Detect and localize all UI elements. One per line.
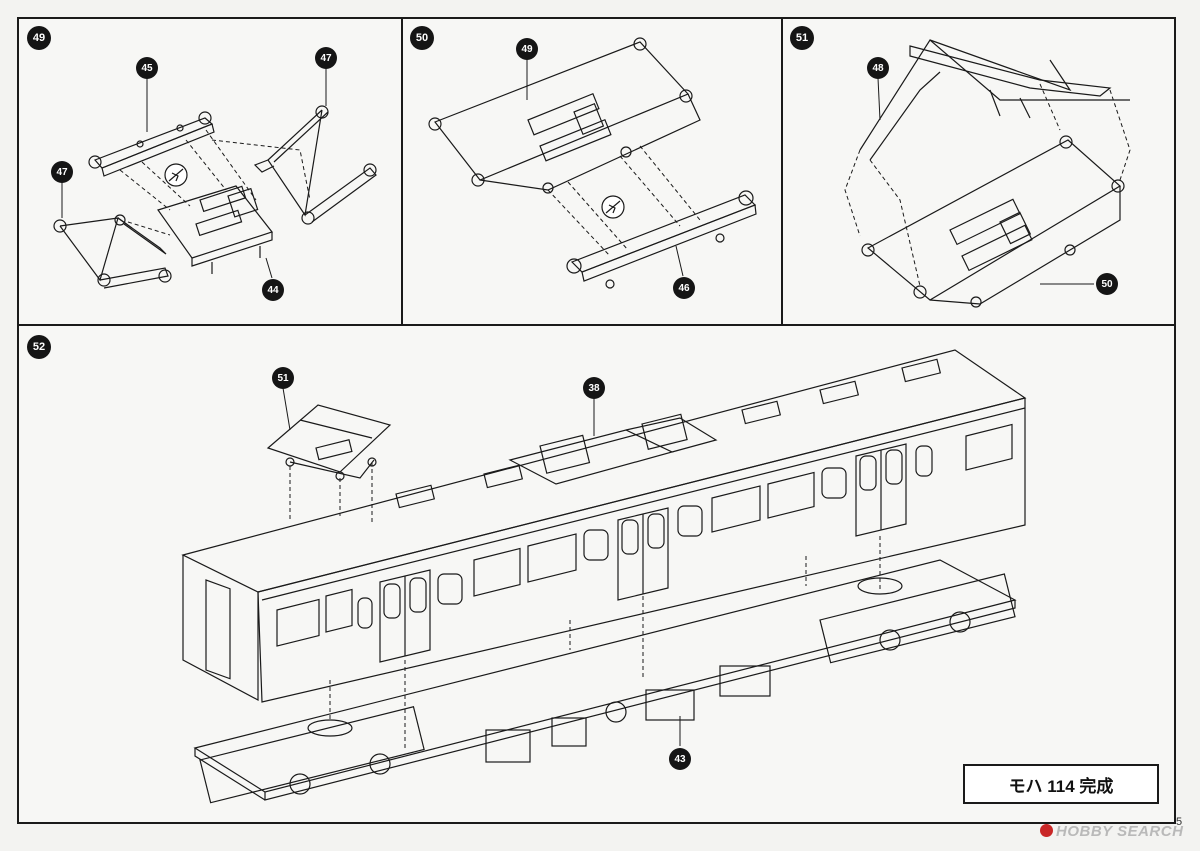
leader-48 xyxy=(877,77,881,121)
completion-caption: モハ 114 完成 xyxy=(963,764,1159,804)
pantograph-arm-47-right xyxy=(253,105,377,225)
pantograph-51-installed xyxy=(266,404,392,481)
watermark: HOBBY SEARCH xyxy=(1040,823,1183,840)
panel-divider-49-50 xyxy=(401,17,403,325)
panel-divider-horizontal xyxy=(17,324,1176,326)
panel-divider-50-51 xyxy=(781,17,783,325)
assembly-guides-49 xyxy=(119,129,311,236)
instruction-sheet xyxy=(17,17,1176,824)
step-badge-51: 51 xyxy=(790,26,814,50)
part-badge-49: 49 xyxy=(516,38,538,60)
car-body-38 xyxy=(181,349,1027,703)
leader-44 xyxy=(265,257,273,279)
pantograph-arm-47-left xyxy=(53,214,172,289)
pantograph-frame-46 xyxy=(566,190,757,289)
pantograph-frame-45 xyxy=(88,111,215,177)
pantograph-upper-49 xyxy=(428,37,701,194)
assembly-guides-51 xyxy=(844,83,1131,287)
page-number: 5 xyxy=(1176,816,1183,828)
underframe xyxy=(193,559,1017,804)
part-badge-46: 46 xyxy=(673,277,695,299)
step-badge-52: 52 xyxy=(27,335,51,359)
assembly-guides-52 xyxy=(289,462,881,750)
pantograph-assembly-50 xyxy=(861,135,1125,308)
part-badge-45: 45 xyxy=(136,57,158,79)
part-badge-38: 38 xyxy=(583,377,605,399)
part-badge-44: 44 xyxy=(262,279,284,301)
pantograph-base-44 xyxy=(157,185,274,274)
leader-51 xyxy=(282,387,291,431)
assembly-guides-50 xyxy=(547,145,701,257)
leader-46 xyxy=(675,245,684,277)
part-badge-50: 50 xyxy=(1096,273,1118,295)
watermark-text: HOBBY SEARCH xyxy=(1056,823,1184,840)
glue-icon-50 xyxy=(601,195,625,219)
watermark-logo-icon xyxy=(1040,824,1053,837)
pantograph-head-48 xyxy=(859,39,1130,161)
part-badge-43: 43 xyxy=(669,748,691,770)
step-badge-49: 49 xyxy=(27,26,51,50)
part-badge-47-right: 47 xyxy=(315,47,337,69)
part-badge-48: 48 xyxy=(867,57,889,79)
part-badge-51: 51 xyxy=(272,367,294,389)
glue-icon-49 xyxy=(164,163,188,187)
step-badge-50: 50 xyxy=(410,26,434,50)
part-badge-47-left: 47 xyxy=(51,161,73,183)
